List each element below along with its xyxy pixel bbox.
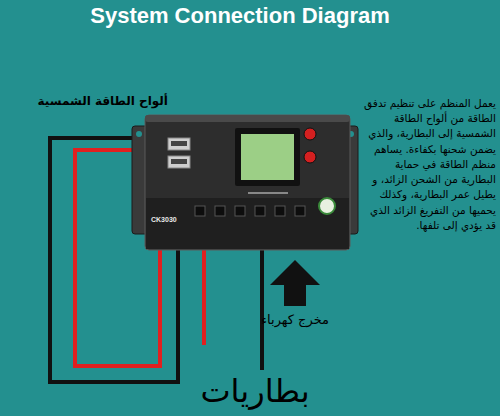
- panel-label: ألواح الطاقة الشمسية: [8, 94, 168, 110]
- usb-port: [168, 138, 190, 150]
- title: System Connection Diagram: [0, 3, 480, 29]
- output-label: مخرج كهرباء: [255, 312, 335, 329]
- battery-wire-black: [260, 248, 264, 370]
- output-arrow: [270, 260, 320, 306]
- red-button: [304, 128, 316, 140]
- charge-controller: CK3030: [145, 115, 350, 250]
- model-label: CK3030: [151, 216, 177, 223]
- battery-label: بطاريات: [190, 372, 320, 410]
- description: يعمل المنظم على تنظيم تدفق الطاقة من ألو…: [362, 96, 496, 233]
- lcd-screen: [241, 134, 294, 180]
- usb-port: [168, 156, 190, 168]
- battery-wire-red: [202, 248, 206, 345]
- logo: [319, 198, 335, 214]
- red-button: [304, 151, 316, 163]
- charge-controller: [132, 115, 358, 250]
